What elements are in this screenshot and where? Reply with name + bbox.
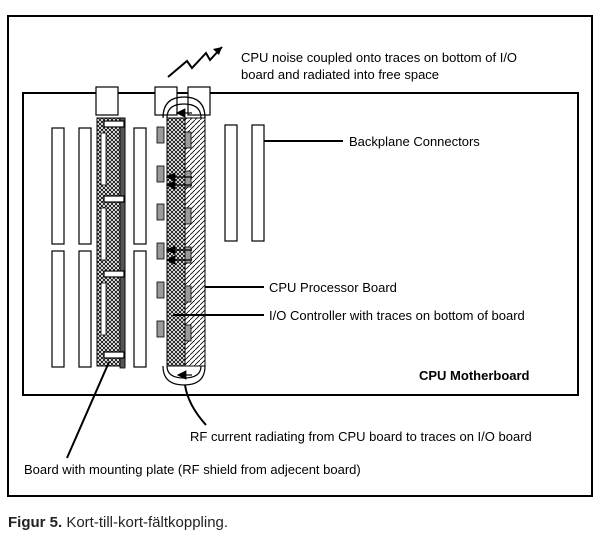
cpu-motherboard-label: CPU Motherboard bbox=[419, 368, 530, 383]
connector-slot bbox=[78, 127, 92, 245]
connector-slot bbox=[78, 250, 92, 368]
figure-caption: Figur 5. Kort-till-kort-fältkoppling. bbox=[8, 514, 228, 531]
outer-frame bbox=[7, 15, 593, 497]
board-edge-clips bbox=[95, 86, 211, 116]
cpu-noise-label-line2: board and radiated into free space bbox=[241, 67, 439, 82]
figure-number: Figur 5. bbox=[8, 514, 63, 531]
rf-current-label: RF current radiating from CPU board to t… bbox=[190, 429, 532, 444]
connector-slot bbox=[224, 124, 238, 242]
board-with-mounting-plate bbox=[96, 117, 126, 369]
cpu-board-chips bbox=[184, 131, 192, 342]
connector-slot bbox=[133, 127, 147, 245]
backplane-connectors-label: Backplane Connectors bbox=[349, 134, 480, 149]
field-arrows bbox=[165, 108, 192, 380]
connector-slot bbox=[51, 250, 65, 368]
io-board-trace-pads bbox=[156, 126, 165, 338]
cpu-noise-label-line1: CPU noise coupled onto traces on bottom … bbox=[241, 50, 517, 65]
leader-lines bbox=[66, 140, 343, 459]
caption-text: Kort-till-kort-fältkoppling. bbox=[62, 514, 229, 531]
connector-slot bbox=[51, 127, 65, 245]
io-controller-board bbox=[166, 117, 186, 367]
backplane-connectors bbox=[51, 124, 265, 368]
io-controller-label: I/O Controller with traces on bottom of … bbox=[269, 308, 525, 323]
connector-slot bbox=[133, 250, 147, 368]
connector-slot bbox=[251, 124, 265, 242]
board-mounting-plate-label: Board with mounting plate (RF shield fro… bbox=[24, 462, 361, 477]
cpu-processor-board-label: CPU Processor Board bbox=[269, 280, 397, 295]
lightning-bolt-icon bbox=[167, 46, 223, 78]
